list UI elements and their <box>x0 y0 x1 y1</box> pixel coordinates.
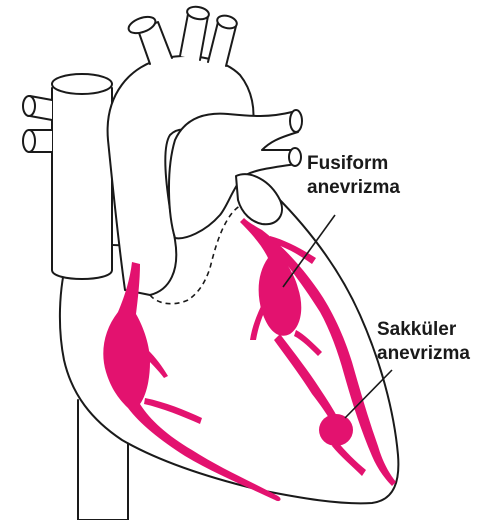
superior-vena-cava <box>52 88 112 279</box>
fusiform-aneurysm-label: Fusiform anevrizma <box>307 152 400 200</box>
left-pulmonary-artery-lower-opening <box>289 148 301 166</box>
pulmonary-vein-lower-left-opening <box>23 130 35 152</box>
saccular-aneurysm-label: Sakküler anevrizma <box>377 318 470 366</box>
saccular-label-line2: anevrizma <box>377 342 470 366</box>
left-pulmonary-artery-upper-opening <box>290 110 302 132</box>
saccular-label-line1: Sakküler <box>377 318 470 342</box>
superior-vena-cava-opening <box>52 74 112 94</box>
pulmonary-vein-upper-left-opening <box>23 96 35 116</box>
left-common-carotid-artery <box>180 14 208 60</box>
saccular-aneurysm <box>319 414 353 446</box>
fusiform-label-line1: Fusiform <box>307 152 400 176</box>
fusiform-label-line2: anevrizma <box>307 176 400 200</box>
